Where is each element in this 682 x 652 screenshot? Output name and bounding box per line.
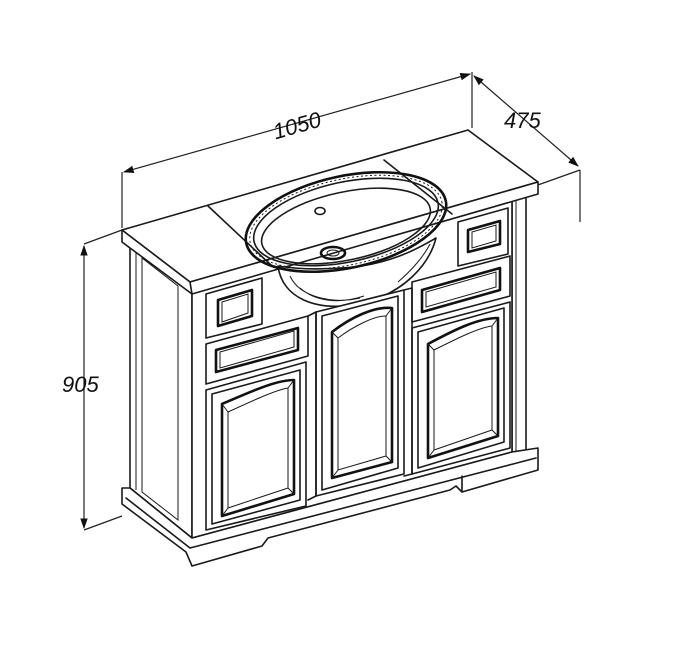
drain [319,245,347,261]
right-side-panel [511,195,527,453]
dimension-depth: 475 [473,75,581,222]
width-label: 1050 [270,107,325,145]
overflow-hole [314,206,326,216]
left-door[interactable] [205,361,307,531]
left-small-drawer[interactable] [205,277,263,339]
center-door[interactable] [315,289,405,497]
plinth [121,447,539,567]
vanity-cabinet [121,129,539,567]
dimension-height: 905 [62,229,123,531]
right-door[interactable] [411,301,511,475]
sink-basin [244,170,448,308]
height-label: 905 [62,372,99,397]
left-long-drawer[interactable] [205,315,309,385]
depth-label: 475 [504,108,541,133]
left-side-panel [129,245,193,539]
right-small-drawer[interactable] [457,207,509,267]
